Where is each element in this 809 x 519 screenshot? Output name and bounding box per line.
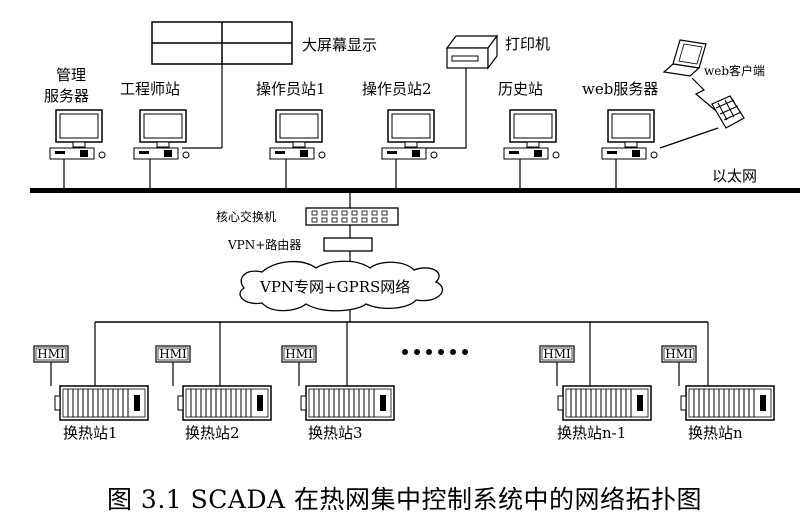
- firewall-link: [659, 127, 719, 149]
- engineer-station-computer-icon: [133, 109, 190, 160]
- mgmt-server-computer-icon: [49, 109, 106, 160]
- web-client-label: web客户端: [704, 63, 765, 78]
- hmi-panel: HMI: [661, 345, 697, 386]
- vpn-router-label: VPN+路由器: [227, 237, 301, 252]
- web-server-label: web服务器: [582, 80, 658, 98]
- svg-text:HMI: HMI: [37, 347, 65, 361]
- station-label: 换热站n: [688, 424, 743, 442]
- wireless-link: [691, 77, 723, 117]
- ethernet-label: 以太网: [712, 167, 757, 185]
- big-screen-display: [151, 21, 293, 65]
- vpn-router-icon: [323, 237, 373, 252]
- core-switch-icon: [305, 207, 399, 226]
- field-drop-lines: [94, 322, 709, 386]
- history-station-label: 历史站: [498, 80, 543, 98]
- cloud-label: VPN专网+GPRS网络: [259, 278, 410, 296]
- ellipsis-dots: [402, 349, 468, 355]
- plc-rack-icon: [54, 385, 149, 421]
- station-label: 换热站n-1: [557, 424, 626, 442]
- svg-text:HMI: HMI: [665, 347, 693, 361]
- mgmt-server-label-1: 管理: [56, 66, 86, 84]
- core-switch-label: 核心交换机: [216, 209, 276, 224]
- ethernet-bus: [30, 188, 800, 193]
- hmi-panel: HMI: [155, 345, 191, 386]
- hmi-panel: HMI: [281, 345, 317, 386]
- plc-rack-icon: [300, 385, 395, 421]
- hmi-panel: HMI: [539, 345, 575, 386]
- web-server-computer-icon: [601, 109, 658, 160]
- big-screen-label: 大屏幕显示: [302, 36, 377, 54]
- history-station-computer-icon: [503, 109, 560, 160]
- firewall-icon: [711, 95, 745, 129]
- plc-rack-icon: [680, 385, 775, 421]
- operator-station-2-label: 操作员站2: [362, 80, 432, 98]
- plc-rack-icon: [177, 385, 272, 421]
- operator-station-1-computer-icon: [269, 109, 326, 160]
- plc-rack-icon: [557, 385, 652, 421]
- figure-caption: 图 3.1 SCADA 在热网集中控制系统中的网络拓扑图: [106, 485, 702, 514]
- printer-link: [412, 68, 467, 149]
- operator-station-2-computer-icon: [381, 109, 438, 160]
- printer-label: 打印机: [505, 35, 550, 53]
- hmi-panel: HMI: [33, 345, 69, 386]
- laptop-icon: [662, 39, 707, 77]
- station-label: 换热站1: [63, 424, 118, 442]
- operator-station-1-label: 操作员站1: [256, 80, 326, 98]
- svg-text:HMI: HMI: [159, 347, 187, 361]
- svg-text:HMI: HMI: [543, 347, 571, 361]
- station-label: 换热站3: [308, 424, 363, 442]
- station-label: 换热站2: [185, 424, 240, 442]
- engineer-station-label: 工程师站: [120, 80, 180, 98]
- mgmt-server-label-2: 服务器: [44, 87, 89, 105]
- printer-icon: [445, 34, 499, 70]
- cloud-icon: [239, 260, 443, 312]
- station-drop-lines: [63, 159, 617, 190]
- svg-text:HMI: HMI: [285, 347, 313, 361]
